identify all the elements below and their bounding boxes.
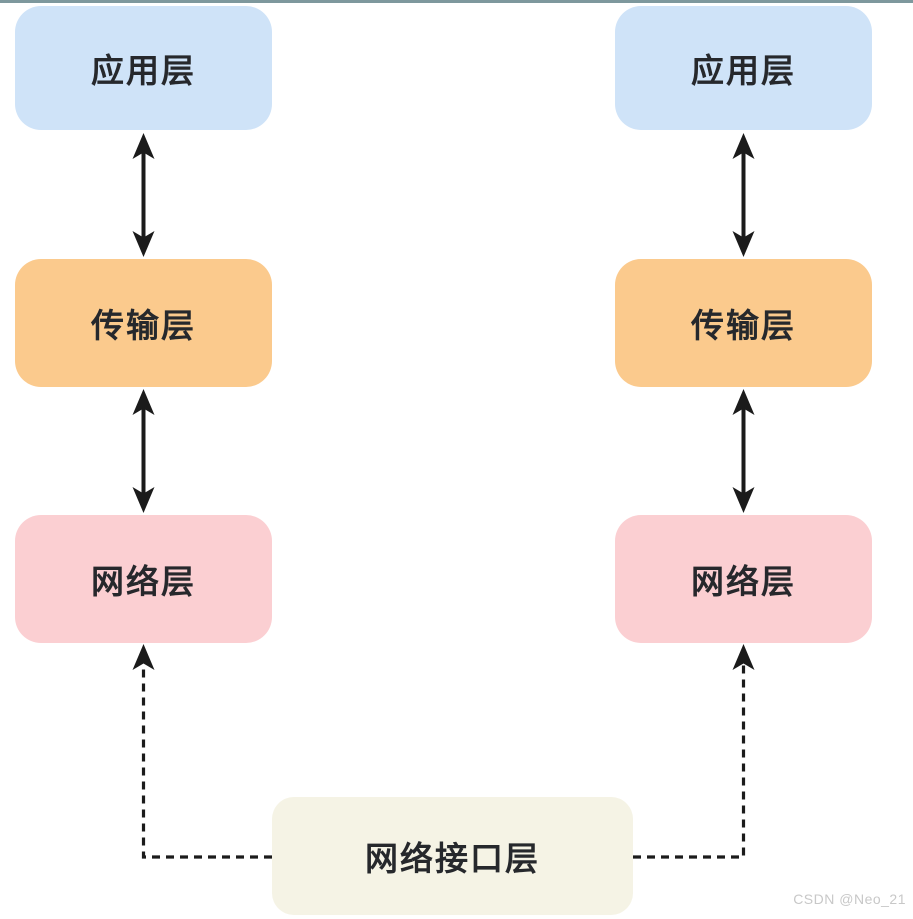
node-network-layer-right: 网络层 — [615, 515, 872, 643]
node-label: 应用层 — [91, 52, 196, 89]
node-network-interface-layer: 网络接口层 — [272, 797, 633, 915]
node-label: 网络接口层 — [365, 840, 540, 877]
node-label: 传输层 — [691, 307, 796, 344]
double-arrow-transport-network-left — [132, 389, 155, 513]
node-label: 网络层 — [91, 563, 196, 600]
double-arrow-transport-network-right — [732, 389, 755, 513]
node-transport-layer-right: 传输层 — [615, 259, 872, 387]
csdn-watermark: CSDN @Neo_21 — [793, 891, 906, 907]
node-label: 应用层 — [691, 52, 796, 89]
dashed-arrow-interface-network-left — [132, 644, 272, 859]
double-arrow-app-transport-right — [732, 133, 755, 257]
node-label: 网络层 — [691, 563, 796, 600]
dashed-arrow-interface-network-right — [633, 644, 755, 859]
double-arrow-app-transport-left — [132, 133, 155, 257]
top-edge-bar — [0, 0, 913, 3]
node-application-layer-left: 应用层 — [15, 6, 272, 130]
node-network-layer-left: 网络层 — [15, 515, 272, 643]
node-application-layer-right: 应用层 — [615, 6, 872, 130]
node-transport-layer-left: 传输层 — [15, 259, 272, 387]
node-label: 传输层 — [91, 307, 196, 344]
